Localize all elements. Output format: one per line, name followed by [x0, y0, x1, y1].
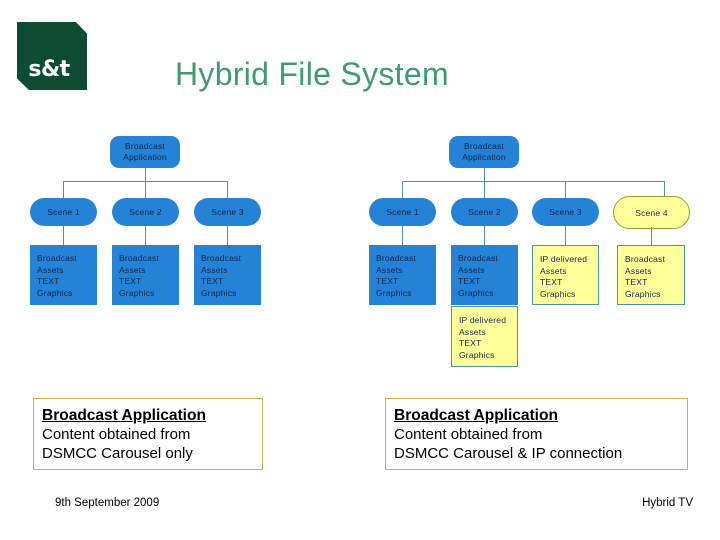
callout-line-2: DSMCC Carousel only — [42, 445, 193, 462]
asset-line: TEXT — [625, 277, 648, 287]
asset-box-scene-2[interactable]: Broadcast Assets TEXT Graphics — [112, 245, 179, 305]
connector-drop-scene-3 — [227, 181, 228, 198]
scene-pill-label: Scene 1 — [386, 207, 419, 217]
scene-pill-2[interactable]: Scene 2 — [112, 198, 179, 226]
asset-line: IP delivered — [540, 254, 588, 264]
callout-hybrid: Broadcast Application Content obtained f… — [385, 398, 688, 470]
asset-line: Broadcast — [119, 253, 160, 263]
asset-line: Assets — [625, 265, 652, 276]
scene-pill-label: Scene 1 — [47, 207, 80, 217]
asset-line: TEXT — [201, 276, 224, 286]
connector-root-stem — [145, 168, 146, 182]
asset-box-scene-3[interactable]: IP delivered Assets TEXT Graphics — [532, 245, 599, 305]
asset-line: TEXT — [458, 276, 481, 286]
connector-drop-scene-3 — [565, 181, 566, 198]
asset-line: Assets — [540, 265, 567, 276]
asset-line: Broadcast — [376, 253, 417, 263]
connector-scene-3-assets — [227, 226, 228, 245]
asset-line: Graphics — [119, 287, 155, 298]
asset-line: TEXT — [37, 276, 60, 286]
connector-root-stem — [484, 168, 485, 182]
scene-pill-label: Scene 2 — [468, 207, 501, 217]
asset-line: Assets — [119, 264, 146, 275]
connector-scene-1-assets — [63, 226, 64, 245]
asset-box-scene-4[interactable]: Broadcast Assets TEXT Graphics — [617, 245, 685, 305]
asset-line: Graphics — [540, 288, 576, 299]
asset-line: Broadcast — [625, 254, 666, 264]
asset-line: Assets — [458, 264, 485, 275]
scene-pill-3[interactable]: Scene 3 — [194, 198, 261, 226]
root-line-2: Application — [462, 152, 506, 162]
asset-line: Graphics — [459, 349, 495, 360]
asset-line: Graphics — [37, 287, 73, 298]
scene-pill-label: Scene 3 — [549, 207, 582, 217]
connector-scene-4-assets — [651, 227, 652, 245]
footer-date: 9th September 2009 — [55, 497, 160, 509]
asset-box-scene-1[interactable]: Broadcast Assets TEXT Graphics — [369, 245, 436, 305]
asset-line: Broadcast — [37, 253, 78, 263]
callout-line-2: DSMCC Carousel & IP connection — [394, 445, 623, 462]
scene-pill-1[interactable]: Scene 1 — [369, 198, 436, 226]
connector-drop-scene-4 — [664, 181, 665, 198]
asset-line: Graphics — [376, 287, 412, 298]
connector-scene-3-assets — [565, 226, 566, 245]
root-node-broadcast-application[interactable]: Broadcast Application — [110, 136, 180, 168]
root-line-1: Broadcast — [463, 141, 505, 151]
scene-pill-4[interactable]: Scene 4 — [613, 196, 690, 229]
callout-line-1: Content obtained from — [42, 426, 191, 443]
asset-line: Assets — [201, 264, 228, 275]
scene-pill-1[interactable]: Scene 1 — [30, 198, 97, 226]
connector-bus — [402, 181, 664, 182]
asset-line: TEXT — [459, 338, 482, 348]
asset-box-scene-2-broadcast[interactable]: Broadcast Assets TEXT Graphics — [451, 245, 518, 305]
callout-heading: Broadcast Application — [42, 407, 206, 424]
scene-pill-label: Scene 3 — [211, 207, 244, 217]
scene-pill-3[interactable]: Scene 3 — [532, 198, 599, 226]
asset-line: Graphics — [458, 287, 494, 298]
asset-line: Assets — [376, 264, 403, 275]
root-line-1: Broadcast — [124, 141, 166, 151]
asset-box-scene-1[interactable]: Broadcast Assets TEXT Graphics — [30, 245, 97, 305]
logo-wordmark: s&t — [28, 57, 70, 82]
callout-line-1: Content obtained from — [394, 426, 543, 443]
asset-box-scene-3[interactable]: Broadcast Assets TEXT Graphics — [194, 245, 261, 305]
scene-pill-label: Scene 2 — [129, 207, 162, 217]
connector-scene-1-assets — [402, 226, 403, 245]
asset-line: TEXT — [119, 276, 142, 286]
asset-line: Graphics — [201, 287, 237, 298]
page-title: Hybrid File System — [175, 56, 449, 92]
root-line-2: Application — [123, 152, 167, 162]
scene-pill-2[interactable]: Scene 2 — [451, 198, 518, 226]
asset-line: IP delivered — [459, 315, 507, 325]
asset-line: Broadcast — [458, 253, 499, 263]
root-node-broadcast-application[interactable]: Broadcast Application — [449, 136, 519, 168]
callout-broadcast-only: Broadcast Application Content obtained f… — [33, 398, 263, 470]
asset-line: Assets — [459, 326, 486, 337]
scene-pill-label: Scene 4 — [635, 207, 668, 218]
asset-line: TEXT — [540, 277, 563, 287]
asset-line: Assets — [37, 264, 64, 275]
asset-box-scene-2-ip[interactable]: IP delivered Assets TEXT Graphics — [451, 306, 518, 367]
asset-line: TEXT — [376, 276, 399, 286]
connector-drop-scene-2 — [145, 181, 146, 198]
st-logo: s&t — [17, 22, 87, 90]
connector-scene-2-assets — [484, 226, 485, 245]
logo-shape — [17, 22, 87, 90]
footer-label: Hybrid TV — [642, 497, 693, 509]
asset-line: Graphics — [625, 288, 661, 299]
asset-line: Broadcast — [201, 253, 242, 263]
connector-scene-2-assets — [145, 226, 146, 245]
callout-heading: Broadcast Application — [394, 407, 558, 424]
connector-drop-scene-2 — [484, 181, 485, 198]
connector-drop-scene-1 — [402, 181, 403, 198]
connector-drop-scene-1 — [63, 181, 64, 198]
